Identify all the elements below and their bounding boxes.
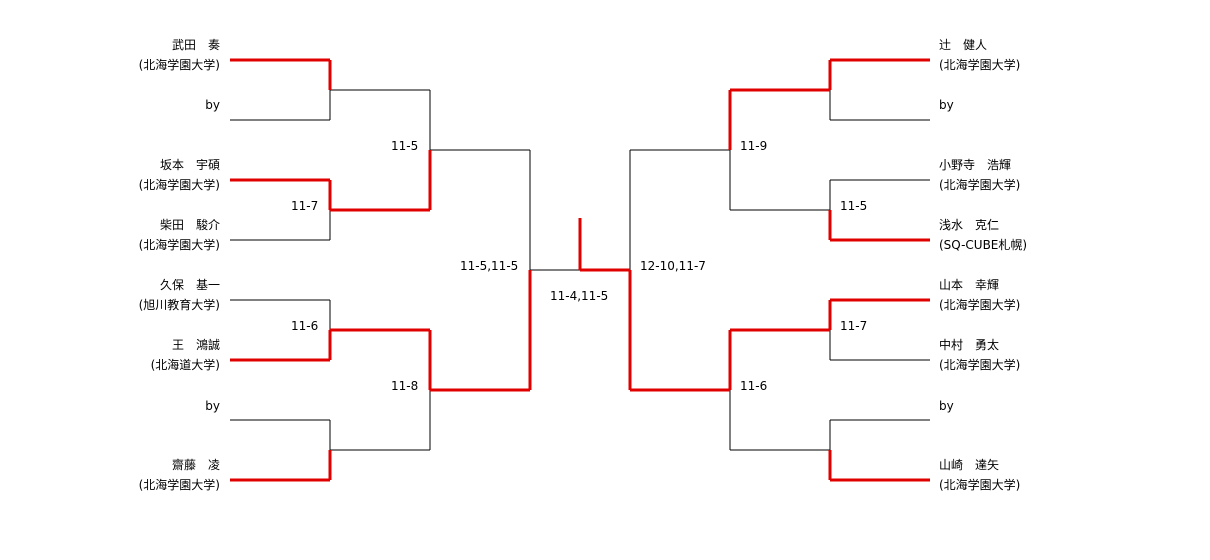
left-player-6-team: (北海道大学) xyxy=(151,357,220,372)
left-player-5-team: (旭川教育大学) xyxy=(139,297,220,312)
left-player-4-name: 柴田 駿介 xyxy=(160,218,220,232)
left-player-1-team: (北海学園大学) xyxy=(139,57,220,72)
bracket-lines xyxy=(230,58,930,482)
right-player-8-team: (北海学園大学) xyxy=(939,477,1020,492)
left-player-5-name: 久保 基一 xyxy=(160,278,220,292)
left-r1-match2-score: 11-7 xyxy=(291,199,318,213)
right-player-6-name: 中村 勇太 xyxy=(939,337,999,352)
right-player-5-name: 山本 幸輝 xyxy=(939,278,999,292)
right-player-4-name: 浅水 克仁 xyxy=(939,218,999,232)
final-score: 11-4,11-5 xyxy=(550,289,608,303)
left-player-3-team: (北海学園大学) xyxy=(139,177,220,192)
left-player-4-team: (北海学園大学) xyxy=(139,237,220,252)
left-semifinal-score: 11-5,11-5 xyxy=(460,259,518,273)
left-player-1-name: 武田 奏 xyxy=(172,38,220,52)
left-player-6-name: 王 鴻誠 xyxy=(172,338,220,352)
right-player-5-team: (北海学園大学) xyxy=(939,297,1020,312)
left-players: 武田 奏 (北海学園大学) by 坂本 宇碩 (北海学園大学) 柴田 駿介 (北… xyxy=(139,38,220,492)
right-r1-match2-score: 11-5 xyxy=(840,199,867,213)
right-r1-match3-score: 11-7 xyxy=(840,319,867,333)
right-player-6-team: (北海学園大学) xyxy=(939,357,1020,372)
right-player-2-name: by xyxy=(939,98,954,112)
left-r2-match2-score: 11-8 xyxy=(391,379,418,393)
right-player-4-team: (SQ-CUBE札幌) xyxy=(939,237,1027,252)
left-r2-match1-score: 11-5 xyxy=(391,139,418,153)
left-r1-match3-score: 11-6 xyxy=(291,319,318,333)
right-player-3-name: 小野寺 浩輝 xyxy=(939,158,1011,172)
right-player-8-name: 山崎 達矢 xyxy=(939,458,999,472)
right-r2-match2-score: 11-6 xyxy=(740,379,767,393)
right-player-1-team: (北海学園大学) xyxy=(939,57,1020,72)
right-player-1-name: 辻 健人 xyxy=(939,38,987,52)
right-semifinal-score: 12-10,11-7 xyxy=(640,259,706,273)
left-player-7-name: by xyxy=(205,399,220,413)
right-r2-match1-score: 11-9 xyxy=(740,139,767,153)
right-players: 辻 健人 (北海学園大学) by 小野寺 浩輝 (北海学園大学) 浅水 克仁 (… xyxy=(939,38,1027,492)
right-scores: 11-5 11-7 11-9 11-6 12-10,11-7 xyxy=(640,139,867,393)
right-player-3-team: (北海学園大学) xyxy=(939,177,1020,192)
left-player-2-name: by xyxy=(205,98,220,112)
left-player-8-name: 齋藤 凌 xyxy=(172,457,220,472)
left-player-8-team: (北海学園大学) xyxy=(139,477,220,492)
left-player-3-name: 坂本 宇碩 xyxy=(160,158,220,172)
left-scores: 11-7 11-6 11-5 11-8 11-5,11-5 xyxy=(291,139,518,393)
right-player-7-name: by xyxy=(939,399,954,413)
